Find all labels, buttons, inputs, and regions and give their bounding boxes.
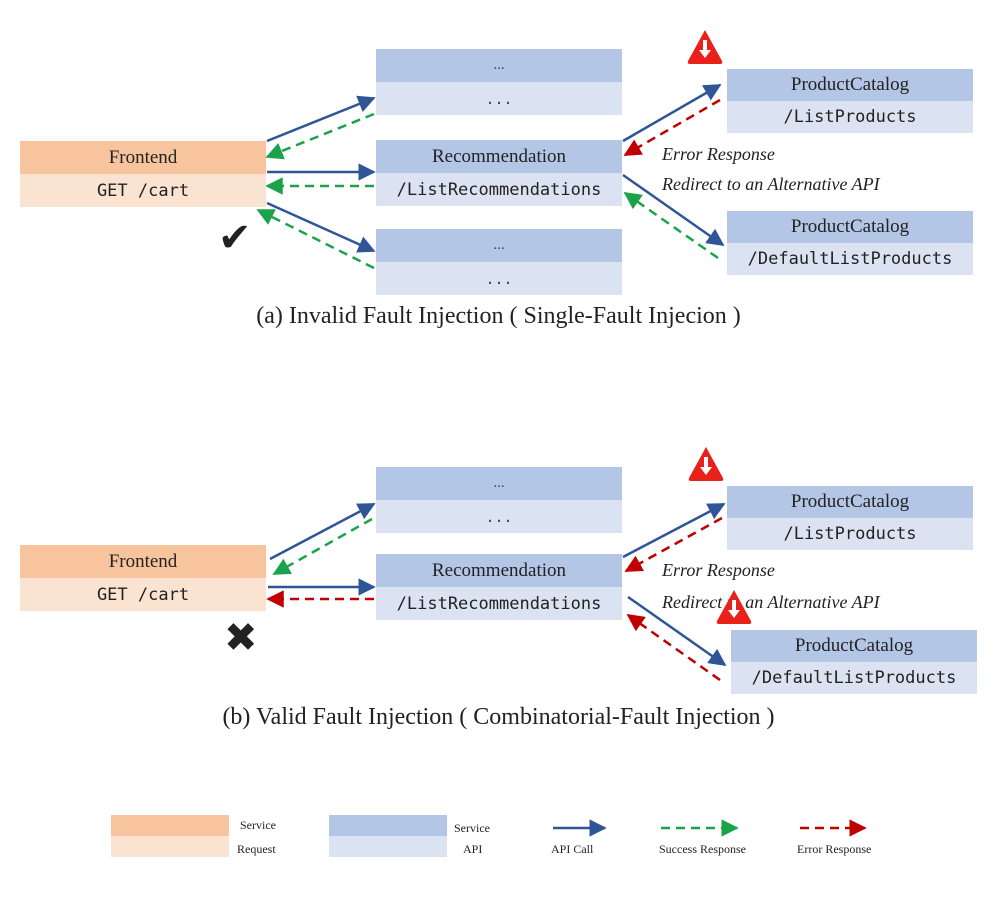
error-label-a: Error Response: [662, 144, 775, 164]
redirect-label-b: Redirect to an Alternative API: [662, 592, 880, 612]
frontend-service-b: Frontend: [20, 545, 266, 578]
caption-b: (b) Valid Fault Injection ( Combinatoria…: [222, 704, 775, 730]
catalog-alt-api-b: /DefaultListProducts: [731, 662, 977, 694]
catalog-alt-service-a: ProductCatalog: [727, 211, 973, 243]
fault-warning-icon: [687, 30, 723, 64]
api-call-arrow: [622, 83, 722, 143]
legend-service-blue-label: Service: [454, 821, 490, 835]
frontend-request-a: GET /cart: [20, 174, 266, 207]
frontend-request-b: GET /cart: [20, 578, 266, 611]
checkmark-icon: ✔: [218, 215, 252, 261]
legend-service-blue-swatch: [329, 815, 447, 836]
recommendation-service-a: Recommendation: [376, 140, 622, 173]
top-service-b: ...: [376, 467, 622, 500]
fault-warning-icon: [688, 447, 724, 481]
top-api-b: ...: [376, 500, 622, 533]
catalog-primary-api-a: /ListProducts: [727, 101, 973, 133]
bottom-service-a: ...: [376, 229, 622, 262]
legend-request-orange-swatch: [111, 836, 229, 857]
legend-request-label: Request: [237, 842, 276, 856]
success-response-arrow: [623, 191, 719, 260]
success-response-arrow: [256, 208, 375, 270]
legend-api-call-label: API Call: [551, 842, 594, 856]
cross-icon: ✖: [224, 615, 258, 661]
error-label-b: Error Response: [662, 560, 775, 580]
caption-a: (a) Invalid Fault Injection ( Single-Fau…: [256, 303, 741, 329]
error-response-arrow: [626, 613, 721, 682]
legend-service-label: Service: [240, 818, 276, 832]
catalog-primary-service-b: ProductCatalog: [727, 486, 973, 518]
api-call-arrow: [269, 502, 376, 561]
bottom-api-a: ...: [376, 262, 622, 295]
error-response-arrow: [623, 98, 721, 157]
legend-error-label: Error Response: [797, 842, 872, 856]
success-response-arrow: [272, 517, 373, 576]
catalog-primary-api-b: /ListProducts: [727, 518, 973, 550]
api-call-arrow: [266, 201, 376, 253]
error-response-arrow: [624, 516, 723, 573]
legend-api-blue-swatch: [329, 836, 447, 857]
legend-service-orange-swatch: [111, 815, 229, 836]
top-api-a: ...: [376, 82, 622, 115]
legend-success-label: Success Response: [659, 842, 746, 856]
recommendation-api-b: /ListRecommendations: [376, 587, 622, 620]
legend-api-label: API: [463, 842, 483, 856]
catalog-alt-api-a: /DefaultListProducts: [727, 243, 973, 275]
frontend-service-a: Frontend: [20, 141, 266, 174]
api-call-arrow: [266, 95, 376, 143]
top-service-a: ...: [376, 49, 622, 82]
recommendation-api-a: /ListRecommendations: [376, 173, 622, 206]
api-call-arrow: [627, 595, 727, 667]
catalog-primary-service-a: ProductCatalog: [727, 69, 973, 101]
api-call-arrow: [622, 173, 725, 247]
catalog-alt-service-b: ProductCatalog: [731, 630, 977, 662]
recommendation-service-b: Recommendation: [376, 554, 622, 587]
fault-warning-icon: [716, 590, 752, 624]
success-response-arrow: [265, 112, 375, 160]
api-call-arrow: [622, 502, 726, 559]
redirect-label-a: Redirect to an Alternative API: [662, 174, 880, 194]
